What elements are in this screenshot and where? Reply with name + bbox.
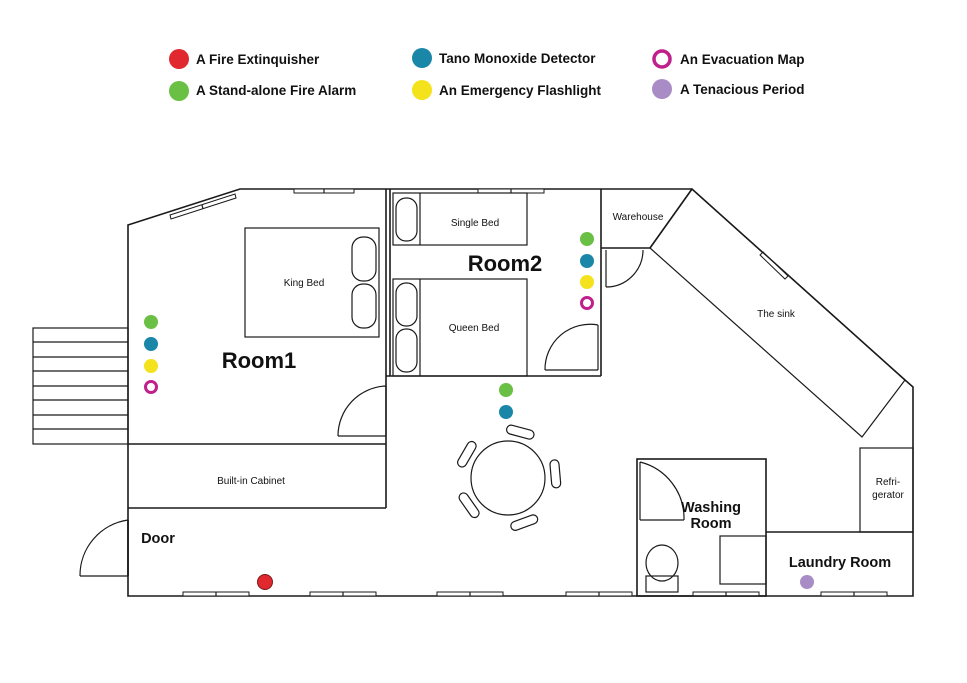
period-marker xyxy=(800,575,814,589)
legend: A Fire Extinquisher A Stand-alone Fire A… xyxy=(169,48,805,101)
legend-monoxide-label: Tano Monoxide Detector xyxy=(439,51,596,66)
alarm-marker xyxy=(580,232,594,246)
safety-markers-entrance xyxy=(257,574,273,590)
safety-markers-room1 xyxy=(144,315,158,394)
sink-label: The sink xyxy=(757,309,796,320)
evacuation-marker xyxy=(144,380,158,394)
built-in-cabinet: Built-in Cabinet xyxy=(217,476,285,487)
warehouse: Warehouse xyxy=(613,212,664,223)
door-swings xyxy=(79,249,685,577)
legend-evacuation-ring xyxy=(652,49,672,69)
washing-room-label-2: Room xyxy=(690,516,731,532)
room-labels: Room1 Room2 Washing Room Laundry Room Do… xyxy=(141,251,891,571)
sink-counter: The sink xyxy=(649,188,906,438)
single-bed: Single Bed xyxy=(392,192,528,246)
alarm-marker xyxy=(499,383,513,397)
door-label: Door xyxy=(141,531,175,547)
legend-monoxide-dot xyxy=(412,48,432,68)
room2-label: Room2 xyxy=(468,251,543,276)
flashlight-marker xyxy=(580,275,594,289)
monoxide-marker xyxy=(499,405,513,419)
fridge-label-2: gerator xyxy=(872,490,904,501)
monoxide-marker xyxy=(580,254,594,268)
cabinet-label: Built-in Cabinet xyxy=(217,476,285,487)
legend-flashlight-label: An Emergency Flashlight xyxy=(439,83,602,98)
warehouse-label: Warehouse xyxy=(613,212,664,223)
legend-evacuation-label: An Evacuation Map xyxy=(680,52,805,67)
safety-markers-room2 xyxy=(580,232,594,310)
legend-flashlight-dot xyxy=(412,80,432,100)
dining-table xyxy=(457,424,562,531)
monoxide-marker xyxy=(144,337,158,351)
fridge-label-1: Refri- xyxy=(876,477,900,488)
king-bed-label: King Bed xyxy=(284,278,325,289)
legend-alarm-label: A Stand-alone Fire Alarm xyxy=(196,83,356,98)
room1-label: Room1 xyxy=(222,348,297,373)
entrance-stairs xyxy=(32,327,129,445)
alarm-marker xyxy=(144,315,158,329)
single-bed-label: Single Bed xyxy=(451,218,499,229)
legend-extinguisher-label: A Fire Extinquisher xyxy=(196,52,320,67)
queen-bed: Queen Bed xyxy=(392,278,528,377)
legend-alarm-dot xyxy=(169,81,189,101)
evacuation-marker xyxy=(580,296,594,310)
legend-extinguisher-dot xyxy=(169,49,189,69)
queen-bed-label: Queen Bed xyxy=(449,323,500,334)
laundry-room-label: Laundry Room xyxy=(789,555,891,571)
windows xyxy=(169,188,888,597)
safety-markers-laundry xyxy=(800,575,814,589)
refrigerator: Refri- gerator xyxy=(859,447,914,533)
washing-room-label-1: Washing xyxy=(681,500,741,516)
extinguisher-marker xyxy=(257,574,273,590)
legend-period-dot xyxy=(652,79,672,99)
flashlight-marker xyxy=(144,359,158,373)
safety-markers-living xyxy=(499,383,513,419)
king-bed: King Bed xyxy=(244,227,380,338)
legend-period-label: A Tenacious Period xyxy=(680,82,805,97)
washing-room-fixtures xyxy=(645,535,767,593)
